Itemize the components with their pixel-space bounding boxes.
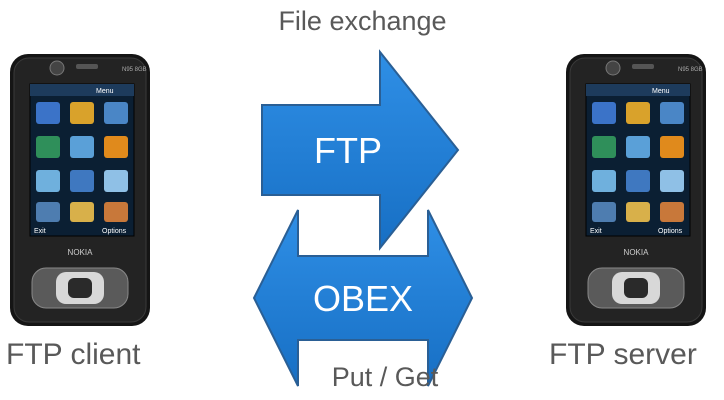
client-phone: N95 8GB Menu Exit Options NOKIA (10, 54, 150, 326)
server-label: FTP server (549, 338, 697, 371)
ftp-arrow-label: FTP (314, 130, 382, 171)
right-softkey: Options (658, 228, 683, 235)
phone-brand: NOKIA (68, 248, 94, 257)
server-phone: N95 8GB Menu Exit Options NOKIA (566, 54, 706, 326)
phone-model: N95 8GB (678, 67, 703, 73)
client-label: FTP client (6, 338, 141, 371)
left-softkey: Exit (34, 228, 46, 235)
obex-arrow (252, 209, 474, 387)
phone-brand: NOKIA (624, 248, 650, 257)
right-softkey: Options (102, 228, 127, 235)
obex-arrow-label: OBEX (313, 278, 413, 319)
phone-model: N95 8GB (122, 67, 147, 73)
ftp-arrow (261, 49, 460, 251)
left-softkey: Exit (590, 228, 602, 235)
phone-screen-title: Menu (652, 88, 670, 95)
phone-screen-title: Menu (96, 88, 114, 95)
diagram-title: File exchange (278, 6, 447, 36)
put-get-caption: Put / Get (331, 362, 439, 392)
